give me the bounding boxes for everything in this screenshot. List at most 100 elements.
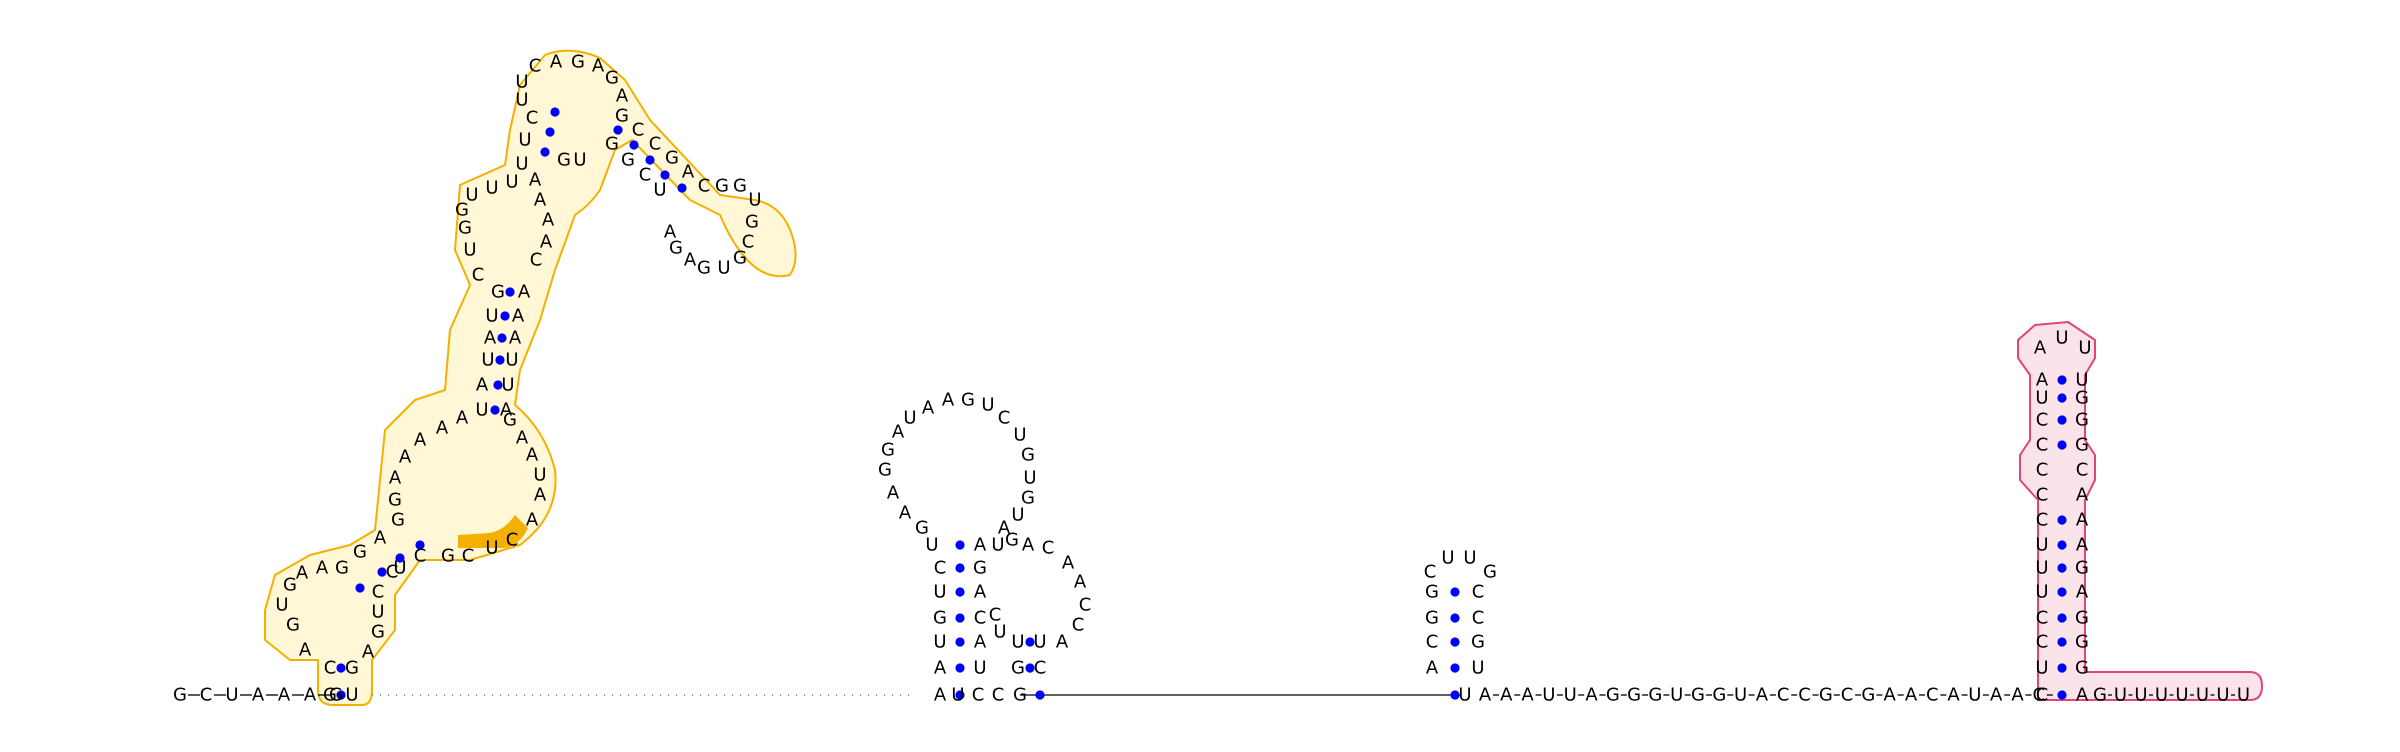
nucleotide: U (475, 400, 488, 421)
nucleotide: G (1021, 488, 1035, 509)
nucleotide: A (682, 162, 695, 183)
nucleotide: U (518, 130, 531, 151)
base-pair-dot (2057, 563, 2067, 573)
nucleotide: G (1013, 685, 1027, 706)
nucleotide: C (472, 265, 485, 286)
nucleotide: A (1426, 658, 1439, 679)
base-pair-dot (2057, 375, 2067, 385)
nucleotide: A (512, 306, 525, 327)
nucleotide: U (2134, 685, 2147, 706)
nucleotide: A (526, 510, 539, 531)
nucleotide: U (485, 538, 498, 559)
nucleotide: C (526, 108, 539, 129)
nucleotide: A (476, 375, 489, 396)
nucleotide: U (2075, 370, 2088, 391)
nucleotide: A (934, 658, 947, 679)
nucleotide: A (296, 563, 309, 584)
nucleotide: A (2011, 685, 2024, 706)
base-pair-dot (2057, 540, 2067, 550)
nucleotide: A (304, 685, 317, 706)
nucleotide: G (1648, 685, 1662, 706)
nucleotide: U (2216, 685, 2229, 706)
nucleotide: G (353, 542, 367, 563)
nucleotide: C (386, 562, 399, 583)
nucleotide: C (989, 605, 1002, 626)
nucleotide: C (372, 582, 385, 603)
nucleotide: A (2034, 338, 2047, 359)
nucleotide: C (414, 546, 427, 567)
nucleotide: A (252, 685, 265, 706)
nucleotide: G (503, 410, 517, 431)
nucleotide: C (2036, 435, 2049, 456)
nucleotide: C (972, 685, 985, 706)
nucleotide: U (1734, 685, 1747, 706)
nucleotide: A (2076, 582, 2089, 603)
nucleotide: U (465, 185, 478, 206)
nucleotide: A (500, 400, 513, 421)
nucleotide: U (1011, 632, 1024, 653)
base-pair-dot (955, 563, 965, 573)
nucleotide: G (391, 510, 405, 531)
nucleotide: G (2093, 685, 2107, 706)
nucleotide: C (1798, 685, 1811, 706)
base-pair-dot (500, 311, 510, 321)
nucleotide: G (881, 440, 895, 461)
nucleotide: G (615, 106, 629, 127)
nucleotide: U (991, 535, 1004, 556)
nucleotide: U (501, 375, 514, 396)
base-pair-dot (415, 540, 425, 550)
nucleotide: A (374, 528, 387, 549)
nucleotide: C (2036, 685, 2049, 706)
nucleotide: G (1483, 562, 1497, 583)
nucleotide: A (974, 535, 987, 556)
nucleotide: C (639, 165, 652, 186)
base-pair-dot (2057, 515, 2067, 525)
nucleotide: C (2033, 685, 2046, 706)
base-pair-dot (495, 355, 505, 365)
nucleotide: A (899, 503, 912, 524)
nucleotide: C (2076, 460, 2089, 481)
base-pair-dot (1450, 613, 1460, 623)
nucleotide: G (557, 150, 571, 171)
base-pair-dot (2057, 587, 2067, 597)
nucleotide: G (173, 685, 187, 706)
nucleotide: G (491, 282, 505, 303)
nucleotide: A (892, 422, 905, 443)
nucleotide: G (1627, 685, 1641, 706)
base-pair-dot (497, 333, 507, 343)
nucleotide: U (515, 90, 528, 111)
highlight-layer (264, 49, 2263, 706)
nucleotide: G (915, 518, 929, 539)
nucleotide: A (518, 282, 531, 303)
nucleotide: U (973, 658, 986, 679)
base-pair-dot (629, 140, 639, 150)
nucleotide: A (1990, 685, 2003, 706)
nucleotide: U (1458, 685, 1471, 706)
nucleotide: A (2076, 510, 2089, 531)
nucleotide: G (1425, 608, 1439, 629)
nucleotide: U (345, 685, 358, 706)
nucleotide: G (286, 615, 300, 636)
nucleotide: G (961, 390, 975, 411)
base-pair-dot (505, 287, 515, 297)
nucleotide: U (2196, 685, 2209, 706)
nucleotide: U (2035, 658, 2048, 679)
nucleotide: C (649, 134, 662, 155)
nucleotide: C (2036, 485, 2049, 506)
nucleotide: A (534, 485, 547, 506)
nucleotide: U (515, 154, 528, 175)
nucleotide: G (2075, 658, 2089, 679)
nucleotide: A (1756, 685, 1769, 706)
nucleotide: G (1011, 658, 1025, 679)
base-pair-dot (1450, 690, 1460, 700)
nucleotide: C (934, 558, 947, 579)
nucleotide: U (2237, 685, 2250, 706)
nucleotide: A (934, 685, 947, 706)
base-pair-dot (1025, 663, 1035, 673)
nucleotide: A (362, 642, 375, 663)
nucleotide: G (335, 558, 349, 579)
nucleotide: A (534, 190, 547, 211)
nucleotide: C (530, 250, 543, 271)
nucleotide: U (653, 180, 666, 201)
